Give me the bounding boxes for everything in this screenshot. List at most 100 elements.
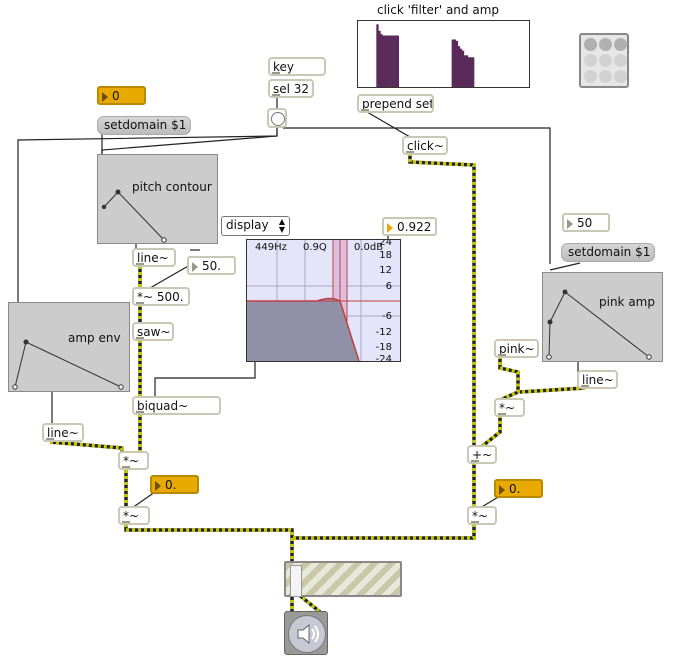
outlet[interactable]: [46, 438, 54, 440]
filter-graph[interactable]: 449Hz 0.9Q 0.0dB 24 18 12 6 -6 -12 -18 -…: [246, 239, 401, 362]
pitch-contour-panel[interactable]: pitch contour: [97, 154, 218, 244]
matrix-cell[interactable]: [599, 54, 612, 67]
multislider-bar[interactable]: [376, 24, 379, 87]
click-object[interactable]: click~: [402, 136, 448, 155]
mul-out-right-object[interactable]: *~: [467, 506, 497, 525]
multislider-bar[interactable]: [392, 35, 395, 87]
multislider-bar[interactable]: [380, 34, 383, 87]
multislider-bar[interactable]: [461, 50, 465, 87]
updown-arrows-icon: ▲▼: [278, 217, 285, 234]
filter-response[interactable]: [247, 240, 400, 361]
outlet[interactable]: [498, 413, 506, 415]
outlet[interactable]: [122, 466, 130, 468]
bang-button[interactable]: [267, 108, 287, 128]
multislider-bar[interactable]: [386, 35, 389, 87]
mul-pink-object[interactable]: *~: [494, 398, 525, 417]
gain-slider-handle[interactable]: [290, 565, 302, 597]
outlet[interactable]: [361, 109, 369, 111]
freq-offset-number[interactable]: 50.: [187, 256, 236, 275]
multislider-bar[interactable]: [463, 55, 467, 87]
setdomain-right-label: setdomain $1: [568, 245, 651, 259]
outlet[interactable]: [136, 411, 144, 413]
line-pink-object[interactable]: line~: [577, 370, 618, 389]
outlet[interactable]: [136, 263, 144, 265]
outlet[interactable]: [136, 302, 144, 304]
domain-number-left[interactable]: 0: [97, 86, 146, 105]
display-menu[interactable]: display▲▼: [221, 216, 290, 236]
domain-number-left-value: 0: [112, 89, 120, 103]
multislider-bar[interactable]: [472, 57, 475, 87]
audio-output-button[interactable]: [284, 611, 328, 655]
multislider-bar[interactable]: [457, 46, 461, 87]
setdomain-message-left[interactable]: setdomain $1: [97, 116, 191, 135]
setdomain-message-right[interactable]: setdomain $1: [561, 243, 655, 262]
matrix-cell[interactable]: [614, 70, 627, 83]
outlet[interactable]: [272, 72, 280, 74]
filter-freq-label: 449Hz: [255, 242, 287, 253]
filter-gain-number[interactable]: 0.922: [382, 217, 437, 236]
sel-object[interactable]: sel 32: [268, 79, 314, 98]
freq-offset-value: 50.: [202, 259, 222, 273]
outlet[interactable]: [581, 385, 589, 387]
pink-object[interactable]: pink~: [494, 339, 539, 358]
outlet[interactable]: [406, 151, 414, 153]
spectrum-multislider[interactable]: [357, 20, 530, 88]
mul-500-object[interactable]: *~ 500.: [132, 287, 190, 306]
outlet[interactable]: [471, 460, 479, 462]
filter-scale-label: 18: [379, 250, 392, 261]
line-pitch-object[interactable]: line~: [132, 248, 176, 267]
mul-out-left-object[interactable]: *~: [118, 506, 150, 525]
multislider-bar[interactable]: [390, 35, 393, 87]
matrix-cell[interactable]: [614, 38, 627, 51]
matrix-cell[interactable]: [599, 70, 612, 83]
amp-env-panel[interactable]: amp env: [8, 302, 130, 392]
multislider-bar[interactable]: [451, 39, 454, 87]
matrix-cell[interactable]: [584, 38, 597, 51]
matrix-cell[interactable]: [584, 54, 597, 67]
outlet[interactable]: [272, 94, 280, 96]
outlet[interactable]: [122, 521, 130, 523]
output-gain-slider[interactable]: [284, 561, 402, 597]
pink-amp-panel[interactable]: pink amp: [542, 272, 663, 362]
multislider-bar[interactable]: [378, 30, 381, 87]
multislider-bar[interactable]: [384, 35, 387, 87]
matrix-cell[interactable]: [584, 70, 597, 83]
multislider-bar[interactable]: [467, 57, 471, 87]
biquad-object[interactable]: biquad~: [132, 396, 221, 415]
multislider-bar[interactable]: [459, 48, 463, 87]
filter-gain-value: 0.922: [397, 220, 432, 234]
line-amp-object[interactable]: line~: [42, 423, 84, 442]
multislider-bar[interactable]: [455, 40, 459, 87]
outlet[interactable]: [471, 521, 479, 523]
key-object-label: key: [273, 60, 295, 74]
filter-scale-label: -6: [382, 311, 392, 322]
left-gain-number[interactable]: 0.: [150, 475, 199, 494]
multislider-bar[interactable]: [396, 35, 400, 87]
pitch-contour-graph[interactable]: [98, 155, 217, 243]
mul-env-object[interactable]: *~: [118, 451, 149, 470]
right-gain-value: 0.: [509, 482, 521, 496]
multislider-bar[interactable]: [394, 35, 397, 87]
outlet[interactable]: [136, 337, 144, 339]
matrix-cell[interactable]: [599, 38, 612, 51]
pink-amp-graph[interactable]: [543, 273, 662, 361]
multislider-bar[interactable]: [382, 35, 385, 87]
prepend-set-label: prepend set: [362, 97, 434, 111]
multislider-bar[interactable]: [469, 57, 473, 87]
key-object[interactable]: key: [268, 57, 326, 76]
multislider-bar[interactable]: [388, 35, 391, 87]
number-triangle-icon: [192, 262, 198, 272]
preset-matrix[interactable]: [579, 33, 629, 88]
filter-scale-label: 24: [379, 239, 392, 248]
saw-object[interactable]: saw~: [132, 322, 174, 341]
prepend-set-object[interactable]: prepend set: [357, 94, 434, 113]
matrix-cell[interactable]: [614, 54, 627, 67]
domain-number-right[interactable]: 50: [562, 213, 610, 232]
saw-label: saw~: [137, 325, 171, 339]
add-object[interactable]: +~: [467, 445, 497, 464]
outlet[interactable]: [498, 354, 506, 356]
multislider-bar[interactable]: [465, 55, 469, 87]
amp-env-graph[interactable]: [9, 303, 129, 391]
right-gain-number[interactable]: 0.: [494, 479, 543, 498]
multislider-bar[interactable]: [453, 39, 457, 87]
